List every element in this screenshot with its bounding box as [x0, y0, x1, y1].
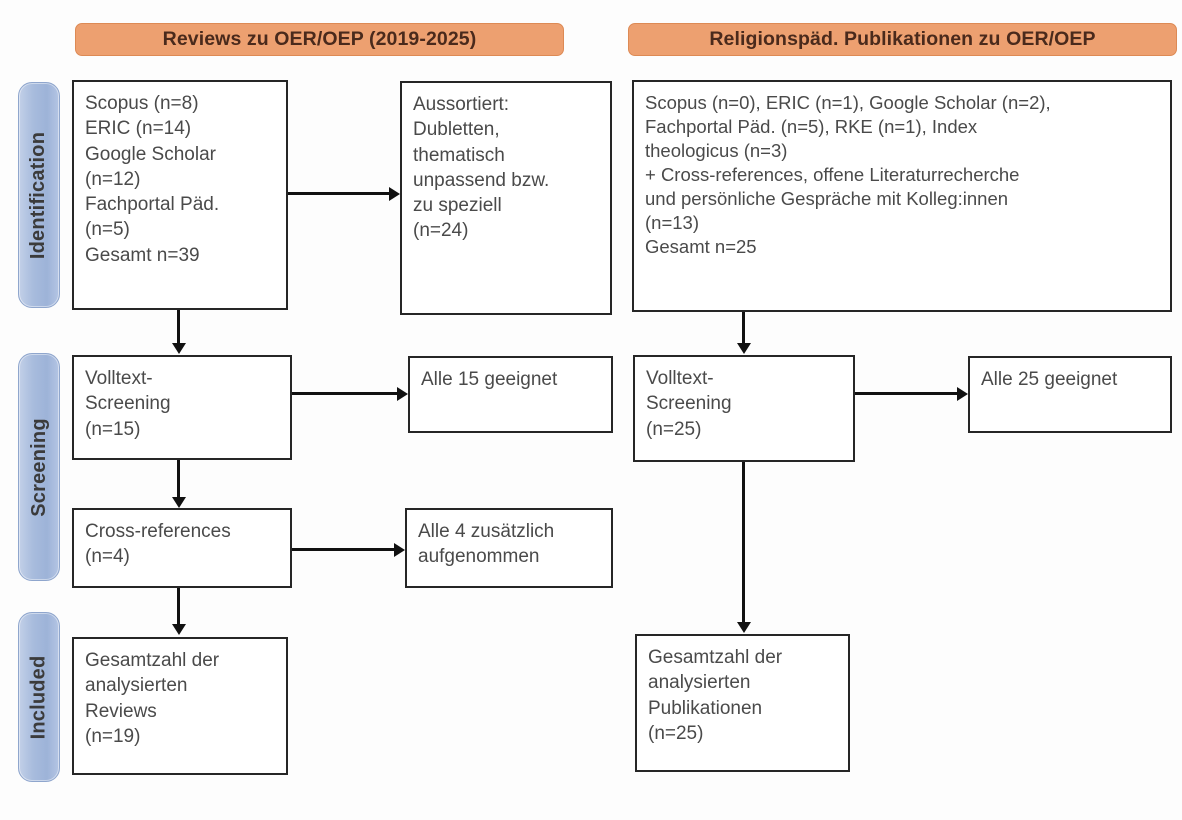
box-left-included-total: Gesamtzahl der analysierten Reviews (n=1… [72, 637, 288, 775]
box-left-cross-references-text: Cross-references (n=4) [85, 521, 231, 568]
arrowhead-right-screening-to-included [736, 622, 751, 633]
box-left-excluded: Aussortiert: Dubletten, thematisch unpas… [400, 81, 612, 315]
connector-right-sources-to-screening [742, 312, 745, 344]
arrowhead-left-sources-to-screening [171, 343, 186, 354]
arrowhead-left-crossrefs-to-included [171, 624, 186, 635]
column-banner-reviews-label: Reviews zu OER/OEP (2019-2025) [162, 28, 477, 50]
box-right-fulltext-screening: Volltext- Screening (n=25) [633, 355, 855, 462]
box-left-excluded-text: Aussortiert: Dubletten, thematisch unpas… [413, 94, 550, 242]
connector-left-sources-to-screening [177, 310, 180, 344]
connector-right-screening-to-suitable [855, 392, 957, 395]
box-left-identification-sources: Scopus (n=8) ERIC (n=14) Google Scholar … [72, 80, 288, 310]
stage-pill-included: Included [18, 612, 60, 782]
stage-pill-identification: Identification [18, 82, 60, 308]
arrowhead-right-screening-to-suitable [957, 386, 968, 401]
arrowhead-left-screening-to-suitable [397, 386, 408, 401]
stage-label-included: Included [27, 655, 50, 739]
box-left-all-added: Alle 4 zusätzlich aufgenommen [405, 508, 613, 588]
stage-label-screening: Screening [27, 417, 50, 517]
box-right-identification-sources-text: Scopus (n=0), ERIC (n=1), Google Scholar… [645, 92, 1051, 258]
box-left-all-added-text: Alle 4 zusätzlich aufgenommen [418, 521, 555, 568]
arrowhead-left-screening-to-crossrefs [171, 497, 186, 508]
arrowhead-left-crossrefs-to-added [394, 542, 405, 557]
box-right-all-suitable: Alle 25 geeignet [968, 356, 1172, 433]
box-left-fulltext-screening-text: Volltext- Screening (n=15) [85, 368, 171, 440]
box-right-included-total: Gesamtzahl der analysierten Publikatione… [635, 634, 850, 772]
box-left-all-suitable: Alle 15 geeignet [408, 356, 613, 433]
box-right-identification-sources: Scopus (n=0), ERIC (n=1), Google Scholar… [632, 80, 1172, 312]
arrowhead-right-sources-to-screening [736, 343, 751, 354]
column-banner-religionspaed: Religionspäd. Publikationen zu OER/OEP [628, 23, 1177, 56]
box-left-cross-references: Cross-references (n=4) [72, 508, 292, 588]
connector-left-crossrefs-to-added [292, 548, 394, 551]
connector-left-sources-to-excluded [288, 192, 389, 195]
box-right-all-suitable-text: Alle 25 geeignet [981, 369, 1118, 390]
box-right-fulltext-screening-text: Volltext- Screening (n=25) [646, 368, 732, 440]
box-left-fulltext-screening: Volltext- Screening (n=15) [72, 355, 292, 460]
column-banner-religionspaed-label: Religionspäd. Publikationen zu OER/OEP [709, 28, 1096, 50]
box-right-included-total-text: Gesamtzahl der analysierten Publikatione… [648, 647, 783, 744]
connector-left-screening-to-suitable [292, 392, 397, 395]
connector-right-screening-to-included [742, 462, 745, 624]
box-left-included-total-text: Gesamtzahl der analysierten Reviews (n=1… [85, 650, 220, 747]
connector-left-crossrefs-to-included [177, 588, 180, 625]
arrowhead-left-sources-to-excluded [389, 186, 400, 201]
stage-pill-screening: Screening [18, 353, 60, 581]
column-banner-reviews: Reviews zu OER/OEP (2019-2025) [75, 23, 564, 56]
stage-label-identification: Identification [27, 131, 50, 259]
connector-left-screening-to-crossrefs [177, 460, 180, 498]
box-left-identification-sources-text: Scopus (n=8) ERIC (n=14) Google Scholar … [85, 93, 220, 266]
box-left-all-suitable-text: Alle 15 geeignet [421, 369, 558, 390]
